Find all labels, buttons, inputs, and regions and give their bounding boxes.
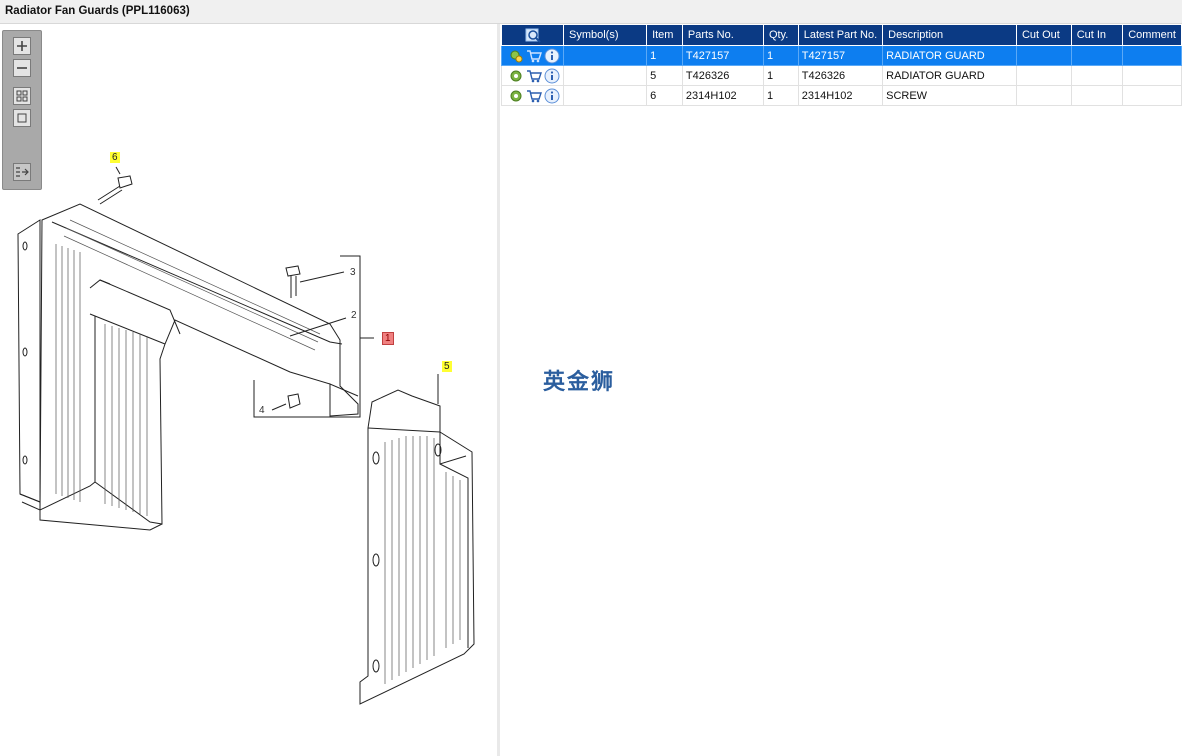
callout-2[interactable]: 2 bbox=[351, 310, 357, 321]
cell-symbols bbox=[562, 45, 648, 66]
fit-all-icon bbox=[16, 90, 28, 102]
column-header-cut-out[interactable]: Cut Out bbox=[1015, 24, 1072, 46]
cell-description: RADIATOR GUARD bbox=[882, 65, 1017, 86]
info-icon[interactable] bbox=[544, 88, 560, 104]
zoom-in-button[interactable] bbox=[13, 37, 31, 55]
cell-cut-out bbox=[1015, 45, 1072, 66]
info-icon[interactable] bbox=[544, 68, 560, 84]
column-header-item[interactable]: Item bbox=[646, 24, 683, 46]
right-guard-shape bbox=[359, 389, 475, 705]
callout-1[interactable]: 1 bbox=[382, 332, 394, 345]
window-title: Radiator Fan Guards (PPL116063) bbox=[5, 5, 190, 17]
table-row[interactable]: 1 T427157 1 T427157 RADIATOR GUARD bbox=[501, 45, 1182, 66]
cell-qty: 1 bbox=[762, 65, 799, 86]
cell-parts-no: T427157 bbox=[681, 45, 764, 66]
cell-item: 5 bbox=[646, 65, 683, 86]
callout-4[interactable]: 4 bbox=[259, 405, 265, 416]
fit-page-icon bbox=[17, 113, 27, 123]
main-guard-shape bbox=[39, 203, 359, 525]
zoom-out-icon bbox=[17, 67, 27, 69]
fit-all-button[interactable] bbox=[13, 87, 31, 105]
cell-cut-in bbox=[1070, 85, 1124, 106]
window-titlebar: Radiator Fan Guards (PPL116063) bbox=[0, 0, 1182, 24]
parts-list-pane: Symbol(s) Item Parts No. Qty. Latest Par… bbox=[500, 24, 1182, 756]
column-header-parts-no[interactable]: Parts No. bbox=[681, 24, 764, 46]
cell-cut-out bbox=[1015, 65, 1072, 86]
info-icon[interactable] bbox=[544, 48, 560, 64]
list-arrow-icon bbox=[16, 167, 29, 177]
column-header-qty[interactable]: Qty. bbox=[762, 24, 799, 46]
cell-item: 6 bbox=[646, 85, 683, 106]
cart-icon[interactable] bbox=[526, 88, 542, 104]
cell-parts-no: T426326 bbox=[681, 65, 764, 86]
cell-cut-in bbox=[1070, 45, 1124, 66]
column-header-actions[interactable] bbox=[501, 24, 564, 46]
zoom-out-button[interactable] bbox=[13, 59, 31, 77]
cell-comment bbox=[1122, 65, 1182, 86]
watermark-text: 英金狮 bbox=[543, 370, 616, 395]
column-header-description[interactable]: Description bbox=[882, 24, 1017, 46]
table-row[interactable]: 5 T426326 1 T426326 RADIATOR GUARD bbox=[501, 65, 1182, 86]
cell-comment bbox=[1122, 45, 1182, 66]
zoom-toolbar bbox=[2, 30, 42, 190]
cart-icon[interactable] bbox=[526, 68, 542, 84]
cell-qty: 1 bbox=[762, 45, 799, 66]
cell-latest-part-no: 2314H102 bbox=[797, 85, 884, 106]
cell-comment bbox=[1122, 85, 1182, 106]
parts-table: Symbol(s) Item Parts No. Qty. Latest Par… bbox=[501, 24, 1182, 106]
callout-6[interactable]: 6 bbox=[110, 152, 120, 163]
gear-icon[interactable] bbox=[508, 68, 524, 84]
zoom-in-icon bbox=[17, 41, 27, 51]
search-parts-icon bbox=[525, 28, 541, 43]
table-header-row: Symbol(s) Item Parts No. Qty. Latest Par… bbox=[501, 24, 1182, 46]
column-header-latest-part-no[interactable]: Latest Part No. bbox=[797, 24, 884, 46]
gear-icon[interactable] bbox=[508, 88, 524, 104]
cell-item: 1 bbox=[646, 45, 683, 66]
cell-symbols bbox=[562, 85, 648, 106]
cell-description: SCREW bbox=[882, 85, 1017, 106]
callout-5[interactable]: 5 bbox=[442, 361, 452, 372]
cell-cut-out bbox=[1015, 85, 1072, 106]
left-side-panel bbox=[17, 219, 41, 503]
cell-latest-part-no: T426326 bbox=[797, 65, 884, 86]
callout-3[interactable]: 3 bbox=[350, 267, 356, 278]
fit-page-button[interactable] bbox=[13, 109, 31, 127]
column-header-cut-in[interactable]: Cut In bbox=[1070, 24, 1124, 46]
diagram-pane[interactable]: 6 3 2 1 4 5 bbox=[0, 24, 497, 756]
cell-description: RADIATOR GUARD bbox=[882, 45, 1017, 66]
cart-icon[interactable] bbox=[526, 48, 542, 64]
cell-parts-no: 2314H102 bbox=[681, 85, 764, 106]
cell-latest-part-no: T427157 bbox=[797, 45, 884, 66]
table-row[interactable]: 6 2314H102 1 2314H102 SCREW bbox=[501, 85, 1182, 106]
column-header-symbols[interactable]: Symbol(s) bbox=[562, 24, 648, 46]
toggle-list-button[interactable] bbox=[13, 163, 31, 181]
cell-cut-in bbox=[1070, 65, 1124, 86]
exploded-diagram bbox=[17, 166, 475, 705]
pane-splitter[interactable] bbox=[497, 24, 500, 756]
column-header-comment[interactable]: Comment bbox=[1122, 24, 1182, 46]
cell-qty: 1 bbox=[762, 85, 799, 106]
part-details-icon[interactable] bbox=[508, 48, 524, 64]
cell-symbols bbox=[562, 65, 648, 86]
